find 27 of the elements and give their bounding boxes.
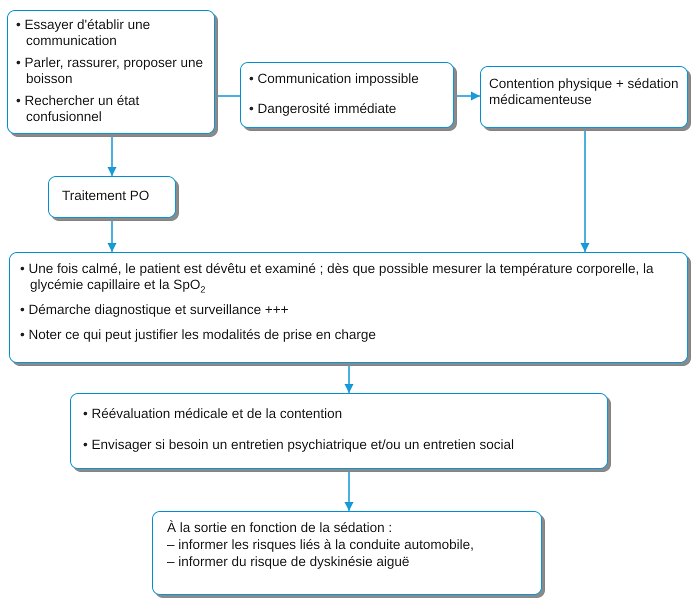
process-box — [7, 10, 215, 134]
bullet-item: • Parler, rassurer, proposer une boisson — [16, 55, 204, 87]
box-text: À la sortie en fonction de la sédation : — [167, 520, 394, 536]
box-text: Traitement PO — [62, 188, 150, 204]
bullet-item: • Essayer d'établir une communication — [16, 17, 152, 49]
bullet-item: • Envisager si besoin un entretien psychiatrique et/ou un entretien social — [83, 437, 515, 453]
bullet-item: • Dangerosité immédiate — [249, 101, 398, 117]
process-box — [240, 62, 454, 128]
arrow — [344, 363, 354, 393]
bullet-item: • Communication impossible — [249, 71, 420, 87]
bullet-item: • Rechercher un état confusionnel — [16, 93, 140, 125]
bullet-item: • Réévaluation médicale et de la contention — [83, 406, 344, 422]
arrow — [108, 218, 116, 252]
process-box — [9, 252, 688, 363]
process-box — [48, 176, 176, 218]
bullet-item: • Démarche diagnostique et surveillance +++ — [20, 302, 290, 318]
arrow — [344, 469, 354, 511]
box-text: – informer du risque de dyskinésie aiguë — [167, 554, 410, 570]
bullet-item: • Noter ce qui peut justifier les modalités de prise en charge — [20, 327, 377, 343]
bullet-item: • Une fois calmé, le patient est dévêtu et examiné ; dès que possible mesurer la température corporelle, la glycémie capillaire et la SpO$_{2}$ — [20, 261, 655, 293]
process-box — [480, 66, 688, 128]
box-text: – informer les risques liés à la conduite automobile, — [167, 537, 475, 553]
box-text: Contention physique + sédation médicamenteuse — [489, 76, 679, 108]
arrow — [580, 128, 590, 252]
arrow — [108, 134, 116, 176]
process-box — [152, 511, 542, 595]
process-box — [70, 393, 608, 469]
